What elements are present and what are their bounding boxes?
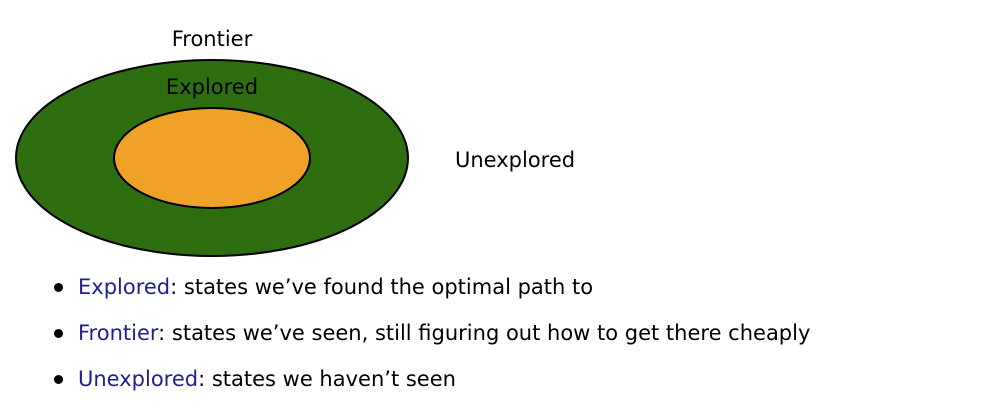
- unexplored-label: Unexplored: [455, 148, 575, 172]
- frontier-label: Frontier: [172, 27, 253, 51]
- description-explored: : states we’ve found the optimal path to: [170, 275, 594, 299]
- list-item: Frontier: states we’ve seen, still figur…: [52, 318, 810, 364]
- term-explored: Explored: [78, 275, 171, 299]
- description-unexplored: : states we haven’t seen: [198, 367, 456, 391]
- list-item: Unexplored: states we haven’t seen: [52, 364, 810, 410]
- term-unexplored: Unexplored: [78, 367, 199, 391]
- list-item: Explored: states we’ve found the optimal…: [52, 272, 810, 318]
- explored-region: [113, 107, 311, 209]
- legend-list: Explored: states we’ve found the optimal…: [52, 272, 810, 410]
- term-frontier: Frontier: [78, 321, 159, 345]
- explored-label: Explored: [166, 75, 258, 99]
- bullet-icon: [54, 283, 63, 292]
- bullet-icon: [54, 329, 63, 338]
- search-regions-diagram: Frontier Explored Unexplored: [15, 27, 575, 257]
- description-frontier: : states we’ve seen, still figuring out …: [158, 321, 811, 345]
- bullet-icon: [54, 375, 63, 384]
